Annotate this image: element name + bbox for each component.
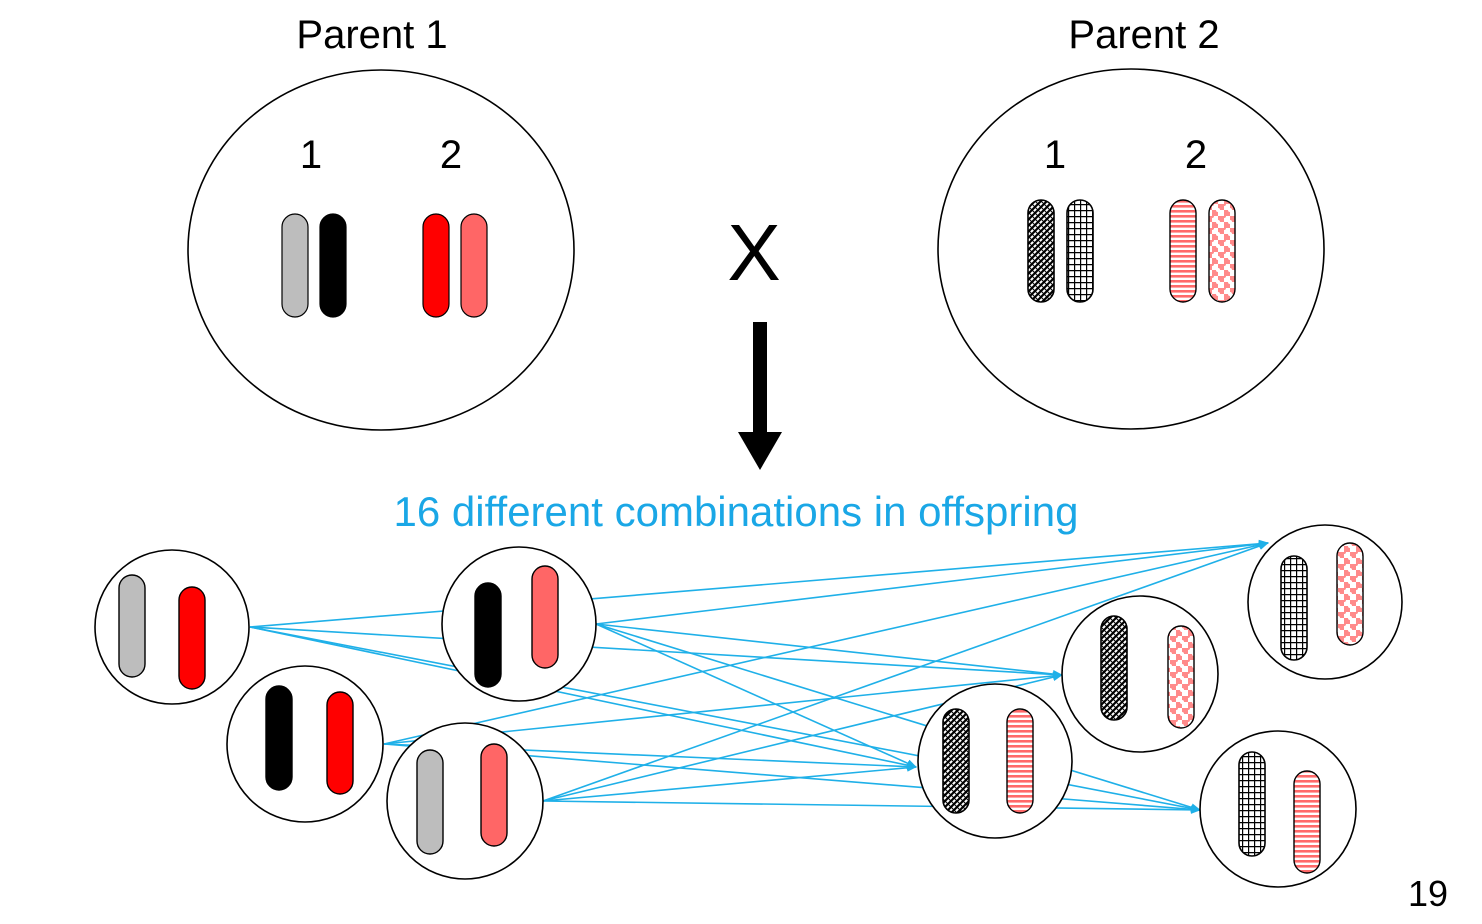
arrow-a-to-g — [249, 539, 1269, 628]
arrow-b-to-e — [595, 623, 917, 768]
gamete-grey-red — [94, 549, 250, 705]
parent-2-chromosome-1b — [1066, 199, 1094, 303]
parent-2-chromosome-2a — [1169, 199, 1197, 303]
arrow-a-to-e — [249, 626, 917, 770]
parent-1-chromosome-1a — [281, 213, 309, 318]
parent-2-chromosome-1a — [1027, 199, 1055, 303]
gamete-grey-salmon — [386, 722, 544, 880]
arrow-c-to-g — [383, 541, 1269, 745]
slide-number: 19 — [1408, 873, 1448, 914]
arrow-d-to-h — [542, 800, 1201, 814]
offspring-caption: 16 different combinations in offspring — [394, 488, 1079, 535]
gamete-diag-check — [1061, 595, 1219, 753]
down-arrow-icon — [738, 322, 782, 470]
gamete-black-red — [226, 665, 384, 823]
arrow-b-to-f — [595, 623, 1063, 678]
parent-1-pair-1-label: 1 — [300, 133, 322, 177]
parent-2-chromosome-2b — [1208, 199, 1236, 303]
gamete-grid-check — [1247, 524, 1403, 680]
arrow-b-to-h — [595, 623, 1201, 812]
parent-2-pair-1-label: 1 — [1044, 133, 1066, 177]
arrow-d-to-g — [542, 542, 1269, 802]
parent-1-chromosome-2a — [422, 213, 450, 318]
parent-1-pair-2-label: 2 — [440, 133, 462, 177]
arrow-d-to-e — [542, 763, 917, 802]
parent-1-chromosome-2b — [460, 213, 488, 318]
cross-symbol: X — [727, 208, 780, 297]
gamete-grid-stripe — [1199, 730, 1357, 888]
parent-1-title: Parent 1 — [296, 13, 447, 57]
parent-2-cell — [937, 68, 1325, 430]
gamete-diag-stripe — [917, 683, 1073, 839]
gamete-black-salmon — [441, 546, 597, 702]
arrow-b-to-g — [595, 540, 1269, 625]
parent-1-cell — [187, 69, 575, 431]
parent-1-chromosome-1b — [319, 213, 347, 318]
parent-2-pair-2-label: 2 — [1185, 133, 1207, 177]
parent-2-title: Parent 2 — [1068, 13, 1219, 57]
